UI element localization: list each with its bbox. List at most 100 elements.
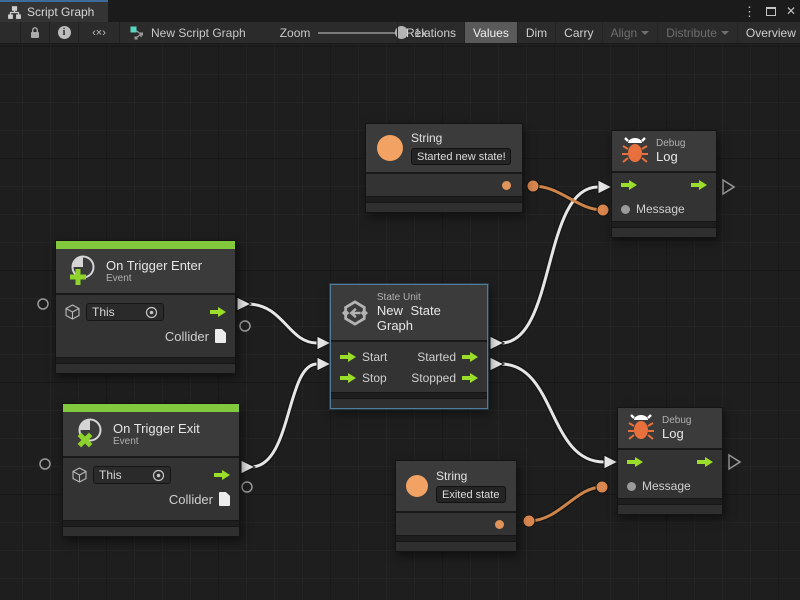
- node-state-unit[interactable]: State Unit New State Graph Start Started…: [330, 284, 488, 409]
- maximize-icon[interactable]: [765, 6, 776, 16]
- port-stop: Stop: [362, 370, 387, 385]
- started-output-port[interactable]: [462, 351, 478, 362]
- port-stopped: Stopped: [411, 370, 456, 385]
- node-title: On Trigger Enter: [106, 258, 203, 273]
- info-icon: i: [57, 26, 71, 39]
- node-title: On Trigger Exit: [113, 421, 200, 436]
- string-value-input[interactable]: [436, 486, 506, 503]
- control-port-row: [612, 173, 716, 197]
- node-title: String: [411, 131, 443, 145]
- code-preview-button[interactable]: ‹×›: [79, 22, 119, 43]
- target-object-field[interactable]: This: [93, 466, 171, 484]
- control-output-port[interactable]: [214, 470, 230, 480]
- message-port-row: Message: [618, 474, 722, 498]
- state-port-row: Stop Stopped: [331, 367, 487, 388]
- start-input-port[interactable]: [340, 351, 356, 362]
- overview-button[interactable]: Overview: [736, 22, 800, 43]
- zoom-slider[interactable]: [318, 25, 409, 39]
- node-title: Log: [656, 149, 678, 164]
- toolbar-separator: [49, 22, 50, 43]
- zoom-slider-handle[interactable]: [395, 25, 409, 39]
- node-string-bottom[interactable]: String: [395, 460, 517, 552]
- carry-button[interactable]: Carry: [555, 22, 601, 43]
- event-accent-strip: [56, 241, 235, 249]
- node-string-top[interactable]: String: [365, 123, 523, 213]
- stop-input-port[interactable]: [340, 372, 356, 383]
- node-debug-log-top[interactable]: Debug Log Message: [611, 130, 717, 238]
- bug-icon: [622, 137, 648, 163]
- node-category: State Unit: [376, 292, 421, 303]
- node-footer: [612, 227, 716, 237]
- graph-canvas[interactable]: String Debug Log: [0, 44, 800, 600]
- zoom-value: 1x: [414, 25, 428, 40]
- distribute-dropdown[interactable]: Distribute: [657, 22, 737, 43]
- node-footer: [56, 363, 235, 373]
- relations-button[interactable]: Relations: [397, 22, 464, 43]
- window-controls: ⋮ ✕: [743, 0, 796, 22]
- node-subtitle: Event: [106, 273, 132, 284]
- string-output-port[interactable]: [495, 520, 504, 529]
- collider-port-row: Collider: [56, 323, 235, 349]
- node-on-trigger-exit[interactable]: On Trigger Exit Event This: [62, 403, 240, 537]
- target-object-field[interactable]: This: [86, 303, 164, 321]
- message-input-port[interactable]: [627, 481, 636, 491]
- dim-button[interactable]: Dim: [516, 22, 555, 43]
- node-footer: [366, 202, 522, 212]
- state-port-row: Start Started: [331, 346, 487, 367]
- control-output-port[interactable]: [691, 180, 707, 190]
- node-footer: [331, 398, 487, 408]
- control-input-port[interactable]: [621, 180, 637, 190]
- cube-icon: [65, 304, 80, 320]
- node-title: String: [436, 469, 468, 483]
- code-icon: ‹×›: [92, 26, 106, 39]
- control-port-row: [618, 450, 722, 474]
- lock-button[interactable]: [21, 22, 49, 43]
- trigger-exit-icon: [77, 418, 102, 448]
- graph-name-button[interactable]: New Script Graph: [120, 22, 256, 43]
- wire-string-to-message-bottom: [527, 485, 604, 523]
- trigger-enter-icon: [70, 255, 95, 285]
- message-port-row: Message: [612, 197, 716, 221]
- toolbar-separator: [78, 22, 79, 43]
- target-value: This: [92, 305, 115, 319]
- toolbar-separator: [20, 22, 21, 43]
- port-label: Collider: [168, 491, 213, 507]
- wire-enter-to-start: [245, 302, 319, 345]
- node-title: Log: [662, 426, 684, 441]
- lock-icon: [31, 27, 39, 38]
- align-dropdown[interactable]: Align: [601, 22, 658, 43]
- window-menu-icon[interactable]: ⋮: [742, 3, 756, 19]
- wire-exit-to-stop: [249, 362, 319, 469]
- node-debug-log-bottom[interactable]: Debug Log Message: [617, 407, 723, 515]
- port-label: Collider: [164, 328, 209, 344]
- close-icon[interactable]: ✕: [785, 4, 796, 18]
- zoom-label: Zoom: [279, 25, 311, 40]
- object-picker-icon[interactable]: [145, 306, 158, 319]
- collider-output-port[interactable]: [215, 329, 226, 343]
- message-input-port[interactable]: [621, 204, 630, 214]
- stopped-output-port[interactable]: [462, 372, 478, 383]
- string-output-port[interactable]: [502, 181, 511, 190]
- control-output-port[interactable]: [697, 457, 713, 467]
- node-category: Debug: [656, 138, 686, 149]
- event-accent-strip: [63, 404, 239, 412]
- toolbar-separator: [119, 22, 120, 43]
- string-value-input[interactable]: [411, 148, 511, 165]
- object-picker-icon[interactable]: [152, 469, 165, 482]
- values-button[interactable]: Values: [464, 22, 517, 43]
- node-on-trigger-enter[interactable]: On Trigger Enter Event This: [55, 240, 236, 374]
- info-button[interactable]: i: [50, 22, 78, 43]
- port-label: Message: [636, 202, 685, 216]
- node-footer: [63, 526, 239, 536]
- toolbar-right-group: Relations Values Dim Carry Align Distrib…: [397, 22, 800, 43]
- cube-icon: [72, 467, 87, 483]
- control-input-port[interactable]: [627, 457, 643, 467]
- graph-name-label: New Script Graph: [151, 25, 246, 40]
- collider-output-port[interactable]: [219, 492, 230, 506]
- string-literal-icon: [406, 475, 428, 497]
- tab-script-graph[interactable]: Script Graph: [0, 0, 109, 22]
- wire-stopped-to-log: [499, 362, 606, 464]
- control-output-port[interactable]: [210, 307, 226, 317]
- bug-icon: [628, 414, 654, 440]
